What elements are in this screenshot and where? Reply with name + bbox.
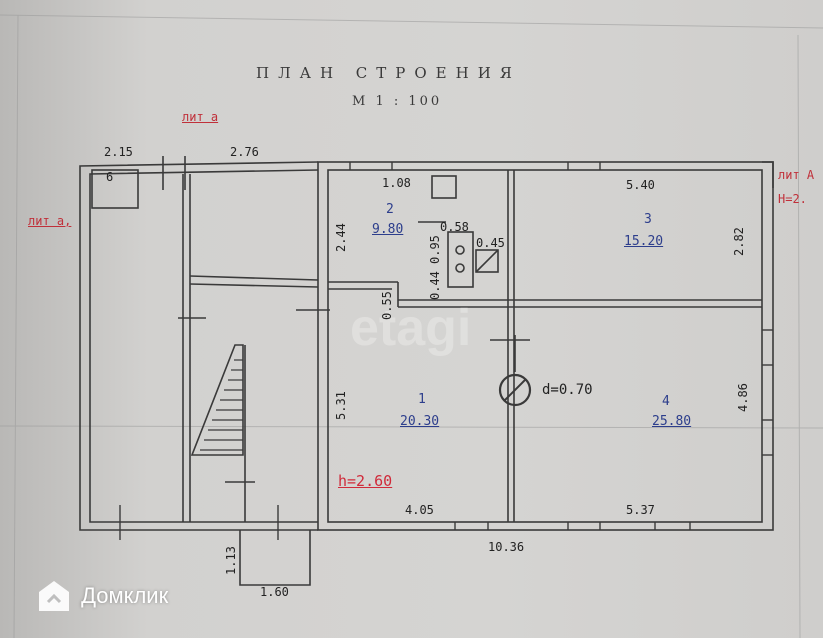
room-number-4: 4	[662, 394, 670, 409]
plan-title: ПЛАН СТРОЕНИЯ	[256, 64, 521, 82]
stove-burner-2	[455, 263, 465, 273]
sheet-line-top	[0, 14, 823, 29]
dim-1-60: 1.60	[260, 585, 289, 599]
dim-1-08: 1.08	[382, 176, 411, 190]
dim-5-31: 5.31	[334, 391, 348, 420]
dim-2-76: 2.76	[230, 145, 259, 159]
annex-inner-wall	[89, 169, 319, 523]
dim-0-45: 0.45	[476, 236, 505, 250]
main-inner-wall	[327, 169, 763, 523]
height-right-label: H=2.	[778, 192, 807, 206]
dim-5-37: 5.37	[626, 503, 655, 517]
porch-box	[91, 169, 139, 209]
lit-A-label: лит А	[778, 168, 815, 182]
sheet-line-mid	[0, 425, 823, 429]
dim-0-58: 0.58	[440, 220, 469, 234]
room-area-2: 9.80	[372, 222, 404, 237]
room-area-3: 15.20	[624, 234, 664, 249]
dim-4-86: 4.86	[736, 383, 750, 412]
stove-burner	[455, 245, 465, 255]
sheet-line-right	[797, 34, 801, 638]
right-bump	[762, 161, 774, 188]
lit-a-label: лит а	[182, 110, 219, 124]
entrance-porch	[239, 530, 311, 586]
chimney-circle	[498, 373, 532, 407]
annex-cross-wall	[189, 275, 319, 281]
annex-outer-wall	[79, 161, 319, 531]
dim-2-15: 2.15	[104, 145, 133, 159]
sink	[475, 249, 499, 273]
dim-5-40: 5.40	[626, 178, 655, 192]
sheet-lines	[0, 14, 823, 638]
dim-2-82: 2.82	[732, 227, 746, 256]
room-number-3: 3	[644, 212, 652, 227]
stove	[447, 231, 474, 288]
annex-cross-wall-2	[189, 283, 319, 288]
dim-0-44: 0.44	[428, 271, 442, 300]
ceiling-height-label: h=2.60	[338, 472, 393, 490]
main-outer-wall	[317, 161, 774, 531]
plan-scale: М 1 : 100	[352, 94, 443, 109]
dim-4-05: 4.05	[405, 503, 434, 517]
walls	[79, 156, 774, 586]
etagi-watermark: etagi	[350, 299, 471, 357]
domclick-logo-icon	[39, 581, 69, 611]
dim-2-44: 2.44	[334, 223, 348, 252]
domclick-brand-text: Домклик	[81, 583, 169, 608]
dim-0-55: 0.55	[380, 291, 394, 320]
stair-count-label: 6	[106, 170, 114, 184]
room-number-2: 2	[386, 202, 394, 217]
sink-diagonal	[475, 249, 499, 273]
lit-a1-label: лит а,	[28, 214, 72, 228]
dim-1-13: 1.13	[224, 546, 238, 575]
room-number-1: 1	[418, 392, 426, 407]
staircase	[190, 344, 244, 456]
sheet-line-left	[13, 14, 19, 638]
room-area-4: 25.80	[652, 414, 692, 429]
stair-hatching	[200, 359, 243, 451]
room-area-1: 20.30	[400, 414, 440, 429]
kitchen-stove-small	[431, 175, 457, 199]
chimney-cross	[503, 378, 527, 402]
chimney-diameter: d=0.70	[542, 382, 593, 398]
windows	[119, 162, 773, 540]
domclick-watermark: Домклик	[36, 578, 168, 614]
dim-10-36: 10.36	[488, 540, 525, 554]
dim-0-95: 0.95	[428, 235, 442, 264]
